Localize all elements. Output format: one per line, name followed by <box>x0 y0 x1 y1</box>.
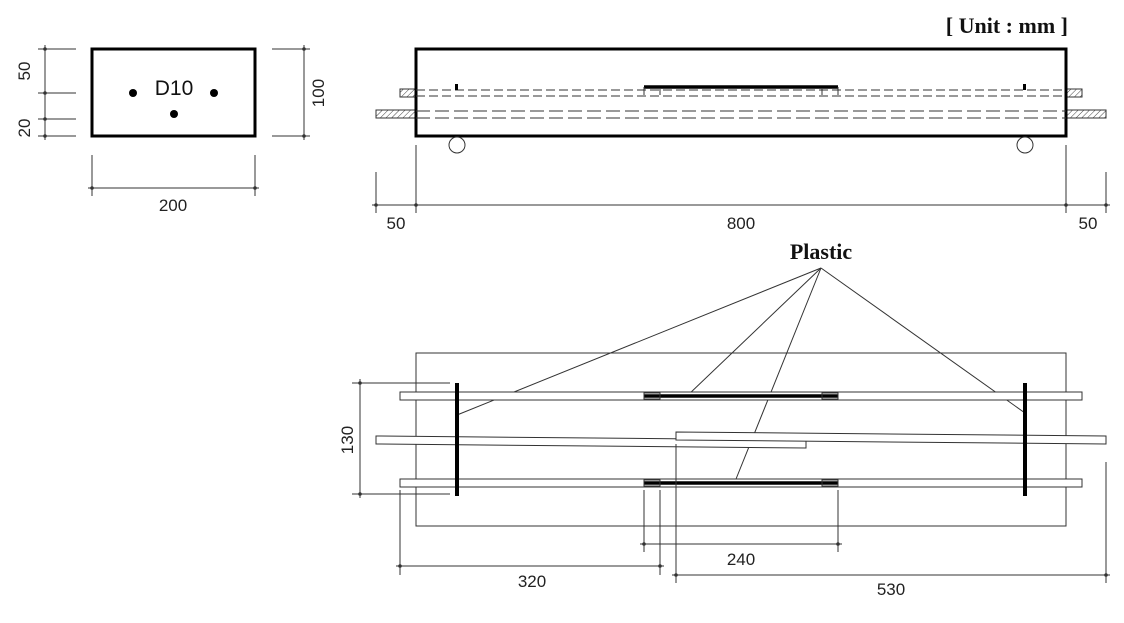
plastic-callout-label: Plastic <box>790 239 853 264</box>
dim-span: 800 <box>727 214 755 233</box>
dim-left-bar-length: 320 <box>518 572 546 591</box>
rebar-dot-bottom <box>170 110 178 118</box>
section-outline <box>90 47 257 138</box>
section-bottom-dims <box>88 155 259 196</box>
elevation-view <box>372 47 1110 213</box>
support-roller-right <box>1016 136 1034 154</box>
rebar-dot-right <box>210 89 218 97</box>
dim-rebar-spacing: 130 <box>338 426 357 454</box>
rebar-dot-left <box>129 89 137 97</box>
section-right-dims <box>272 45 310 140</box>
rebar-label: D10 <box>155 77 194 100</box>
dim-top-cover: 50 <box>15 62 34 81</box>
section-left-dims <box>38 45 76 140</box>
dim-right-bar-length: 530 <box>877 580 905 599</box>
plastic-leader-lines <box>456 267 1026 485</box>
unit-label: [ Unit : mm ] <box>946 13 1068 38</box>
support-roller-left <box>448 136 466 154</box>
dim-width: 200 <box>159 196 187 215</box>
dim-plastic-length: 240 <box>727 550 755 569</box>
dim-left-overhang: 50 <box>387 214 406 233</box>
dim-height: 100 <box>309 79 328 107</box>
dim-bottom-cover: 20 <box>15 119 34 138</box>
cross-section: D10 50 20 100 <box>15 45 328 215</box>
plan-view <box>352 352 1110 583</box>
beam-outline <box>414 47 1068 138</box>
dim-right-overhang: 50 <box>1079 214 1098 233</box>
